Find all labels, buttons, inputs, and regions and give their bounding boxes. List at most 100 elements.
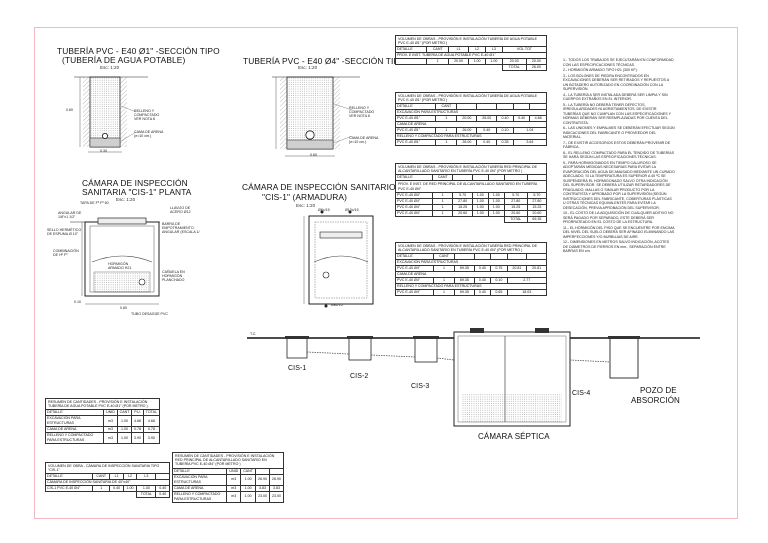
label-cis4: CIS-4 bbox=[572, 390, 591, 397]
note-item: 8.- EL RELLENO COMPACTADO PARA EL TENDID… bbox=[563, 150, 675, 160]
td-cell: PVC E-40 Ø4" bbox=[394, 289, 435, 297]
note-item: 6.- LAS UNIONES Y EMPALMES SE DEBERÁN EF… bbox=[563, 126, 675, 139]
td-cell: 0.65 bbox=[490, 289, 508, 297]
label-relleno: RELLENO Y bbox=[134, 109, 155, 113]
label-ref-3: Ø8c/15 bbox=[331, 303, 343, 307]
note-item: 7.- DE EXISTIR ACCESORIOS ESTOS DEBERÁN … bbox=[563, 140, 671, 150]
note-item: 2.- HORMIGÓN ARMADO TIPO H21 (300 KF). bbox=[563, 68, 638, 72]
title-pvc-4in: TUBERÍA PVC - E40 Ø4" -SECCIÓN TIPO bbox=[243, 56, 406, 66]
scale-cis1-plan: Esc: 1:20 bbox=[116, 197, 136, 202]
note-item: 1.- TODOS LOS TRABAJOS SE EJECUTARÁN EN … bbox=[563, 58, 674, 67]
label-barra-3: ANGULAR (ESCALA 1/ bbox=[162, 230, 200, 234]
label-relleno-3: VER NOTA 8 bbox=[134, 117, 155, 121]
table-caption: RESUMEN DE CANTIDADES - PROVISIÓN E INST… bbox=[45, 397, 160, 411]
td-cell: RELLENO Y COMPACTADO PARA ESTRUCTURAS bbox=[44, 432, 105, 445]
title-cis1-armadura-sub: "CIS-1" (ARMADURA) bbox=[262, 192, 347, 202]
table-vol-agua-1: VOLUMEN DE OBRAS - PROVISIÓN E INSTALACI… bbox=[394, 34, 548, 72]
label-cis2: CIS-2 bbox=[350, 373, 369, 380]
label-cama-4in-2: (e=10 cm.) bbox=[349, 140, 367, 144]
title-cis1-plan-sub: SANITARIA "CIS-1" PLANTA bbox=[82, 187, 192, 197]
note-item: 11.- EL HORMIGÓN DEL PISO QUE SE ENCUENT… bbox=[563, 225, 675, 239]
dim-080: 0.80 bbox=[120, 306, 127, 310]
td-cell: 3.64 bbox=[512, 139, 548, 147]
td-cell: PROV. E INST. DE RED PRINCIPAL DE ALCANT… bbox=[395, 180, 547, 193]
title-pvc-1in: TUBERÍA PVC - E40 Ø1" -SECCIÓN TIPO bbox=[57, 46, 220, 56]
label-angular-2: 1/8"x1 1/2" bbox=[58, 215, 76, 219]
label-combinacion-2: DE Hº Fº bbox=[53, 253, 68, 257]
label-sello: SELLO HERMÉTICO bbox=[47, 228, 82, 232]
td-cell: m3 bbox=[103, 415, 118, 428]
label-tapa: TAPA DE Fº Fº 60 bbox=[80, 201, 109, 205]
label-cama-4in: CAMA DE ARENA bbox=[349, 136, 379, 140]
cis1-armadura-drawing bbox=[303, 210, 374, 308]
td-cell: 1.00 bbox=[468, 58, 486, 66]
label-tubo-desague: TUBO DESAGÜE PVC bbox=[131, 312, 168, 316]
td-cell: 23.00 bbox=[255, 490, 270, 503]
td-cell: 26.00 bbox=[456, 139, 478, 147]
table-caption: VOLUMEN DE OBRAS - PROVISIÓN E INSTALACI… bbox=[395, 241, 547, 255]
label-relleno-2: COMPACTADO bbox=[134, 113, 160, 117]
td-cell: 4.68 bbox=[142, 415, 161, 428]
label-cis3: CIS-3 bbox=[411, 383, 430, 390]
note-item: 12.- DIMENSIONES EN METROS SALVO INDICAC… bbox=[563, 240, 670, 253]
td-cell: 3.90 bbox=[131, 432, 144, 445]
label-combinacion: COMBINACIÓN bbox=[53, 249, 79, 253]
label-ref-1: Ø8c/15 bbox=[318, 208, 330, 212]
table-caption: VOLUMEN DE OBRAS - PROVISIÓN E INSTALACI… bbox=[395, 91, 547, 105]
dim-060-4in: 0.60 bbox=[310, 153, 317, 157]
table-caption: VOLUMEN DE OBRAS - PROVISIÓN E INSTALACI… bbox=[395, 162, 547, 176]
td-cell: 0.40 bbox=[476, 139, 498, 147]
td-total-val: 69.35 bbox=[526, 215, 548, 223]
scale-pvc-1in: Esc: 1:20 bbox=[100, 65, 120, 70]
label-barra-2: EMPOTRAMIENTO bbox=[162, 226, 194, 230]
label-relleno-4in-2: COMPACTADO bbox=[349, 110, 375, 114]
label-pozo: POZO DE bbox=[640, 386, 677, 395]
label-cis1: CIS-1 bbox=[288, 365, 307, 372]
note-item: 3.- LOS BOLONES DE PIEDRA ENCONTRADOS EN… bbox=[563, 73, 669, 92]
td-cell: 26.90 bbox=[255, 473, 270, 486]
td-cell: 1 bbox=[433, 289, 456, 297]
table-vol-alcantarillado-1: VOLUMEN DE OBRAS - PROVISIÓN E INSTALACI… bbox=[395, 162, 548, 223]
td-cell: 0.40 bbox=[473, 289, 492, 297]
label-llavijo: LLAVIJO DE bbox=[170, 206, 191, 210]
table-volumen-cis1: VOLUMEN DE OBRA - CÁMARA DE INSPECCIÓN S… bbox=[44, 461, 170, 499]
trench-section-4in bbox=[272, 76, 360, 157]
td-total-val: 26.00 bbox=[525, 64, 548, 72]
td-cell: 1.00 bbox=[487, 209, 505, 217]
scale-pvc-4in: Esc: 1:20 bbox=[298, 65, 318, 70]
label-canuela: CAÑUELA EN bbox=[162, 270, 185, 274]
label-relleno-4in: RELLENO Y bbox=[349, 106, 370, 110]
table-resumen-agua: RESUMEN DE CANTIDADES - PROVISIÓN E INST… bbox=[44, 397, 161, 445]
label-cama: CAMA DE ARENA bbox=[134, 130, 164, 134]
label-canuela-3: PLANCHADO bbox=[162, 278, 185, 282]
td-cell: 0.35 bbox=[496, 139, 514, 147]
note-item: 4.- LA TUBERÍA A SER INSTALADA DEBERÁ SE… bbox=[563, 92, 668, 102]
table-caption: RESUMEN DE CANTIDADES - PROVISIÓN E INST… bbox=[172, 452, 284, 469]
dim-060: 0.60 bbox=[66, 108, 73, 112]
td-cell: 20.00 bbox=[447, 58, 470, 66]
td-cell: 26.90 bbox=[269, 473, 284, 486]
td-cell: EXCAVACIÓN PARA ESTRUCTURAS bbox=[44, 415, 105, 428]
scale-cis1-armadura: Esc: 1:20 bbox=[296, 203, 316, 208]
label-ref-2: Ø10c/15 bbox=[345, 208, 359, 212]
td-cell: 69.35 bbox=[454, 289, 475, 297]
label-sello-2: DE ESPUMA Ø 10" bbox=[47, 232, 79, 236]
label-tc: T.C. bbox=[250, 332, 257, 336]
label-canuela-2: HORMIGÓN bbox=[162, 274, 183, 278]
td-cell: 3.90 bbox=[142, 432, 161, 445]
td-cell: 20.60 bbox=[452, 209, 473, 217]
td-cell: EXCAVACIÓN PARA ESTRUCTURAS bbox=[171, 473, 228, 486]
dim-030: 0.30 bbox=[100, 149, 107, 153]
label-relleno-4in-3: VER NOTA 8 bbox=[349, 114, 370, 118]
td-cell: 1.00 bbox=[116, 432, 133, 445]
note-item: 10.- EL COSTO DE LA ADQUISICIÓN DE CUALQ… bbox=[563, 211, 674, 224]
table-resumen-alcantarillado: RESUMEN DE CANTIDADES - PROVISIÓN E INST… bbox=[171, 452, 284, 503]
note-item: 9.- PARA HORMIGONADOS EN TIEMPO CALUROSO… bbox=[563, 160, 675, 210]
td-cell: PVC E-40 Ø1" bbox=[394, 139, 437, 147]
td-cell bbox=[394, 58, 428, 66]
label-hormigon: HORMIGÓN bbox=[108, 262, 129, 266]
td-cell: m3 bbox=[226, 473, 242, 486]
title-cis1-armadura: CÁMARA DE INSPECCIÓN SANITARIO bbox=[242, 182, 396, 192]
td-cell: 4.68 bbox=[131, 415, 144, 428]
